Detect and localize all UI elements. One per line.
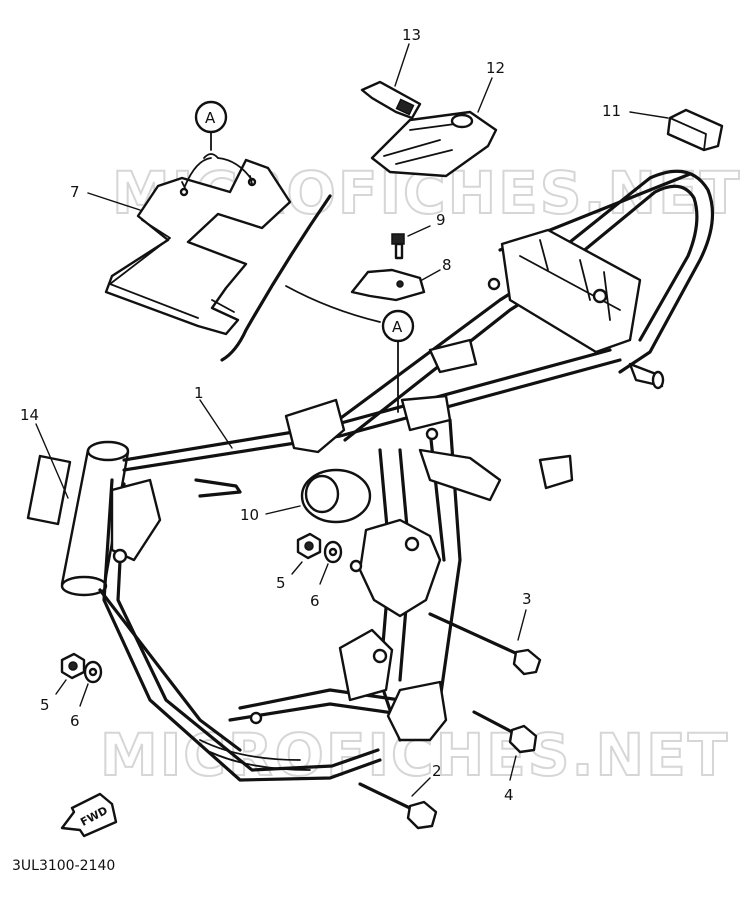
part-5-nut-upper [291, 532, 322, 575]
part-1-main-frame [60, 169, 715, 782]
part-10-damper [265, 468, 372, 524]
part-11-damper [629, 108, 724, 152]
part-13-clip [360, 43, 422, 120]
part-2-bolt [358, 777, 438, 830]
part-label-5-lower: 5 [40, 696, 50, 714]
part-label-4: 4 [504, 786, 514, 804]
part-7-cover-plate [87, 158, 292, 336]
part-label-14: 14 [20, 406, 39, 424]
part-label-2: 2 [432, 762, 442, 780]
part-9-bolt [391, 225, 431, 260]
part-label-13: 13 [402, 26, 421, 44]
part-label-10: 10 [240, 506, 259, 524]
part-label-9: 9 [436, 211, 446, 229]
callout-bracket-line [220, 194, 332, 362]
part-label-6-lower: 6 [70, 712, 80, 730]
part-label-7: 7 [70, 183, 80, 201]
part-14-label [26, 423, 72, 526]
part-4-bolt [472, 710, 538, 781]
part-label-8: 8 [442, 256, 452, 274]
diagram-code: 3UL3100-2140 [12, 858, 115, 874]
callout-leader [285, 285, 381, 323]
part-label-5-upper: 5 [276, 574, 286, 592]
fwd-arrow: FWD [60, 792, 118, 838]
part-8-bracket [350, 268, 441, 302]
svg-text:A: A [392, 318, 403, 336]
callout-a-top: A [181, 100, 253, 189]
part-label-12: 12 [486, 59, 505, 77]
part-label-6-upper: 6 [310, 592, 320, 610]
svg-text:A: A [205, 109, 216, 127]
part-12-tool-bag [370, 77, 498, 178]
part-5-nut-lower [55, 652, 86, 695]
part-6-washer-upper [319, 540, 343, 585]
part-label-1: 1 [194, 384, 204, 402]
part-3-bolt [428, 609, 542, 676]
part-label-3: 3 [522, 590, 532, 608]
part-6-washer-lower [79, 660, 103, 707]
part-label-11: 11 [602, 102, 621, 120]
